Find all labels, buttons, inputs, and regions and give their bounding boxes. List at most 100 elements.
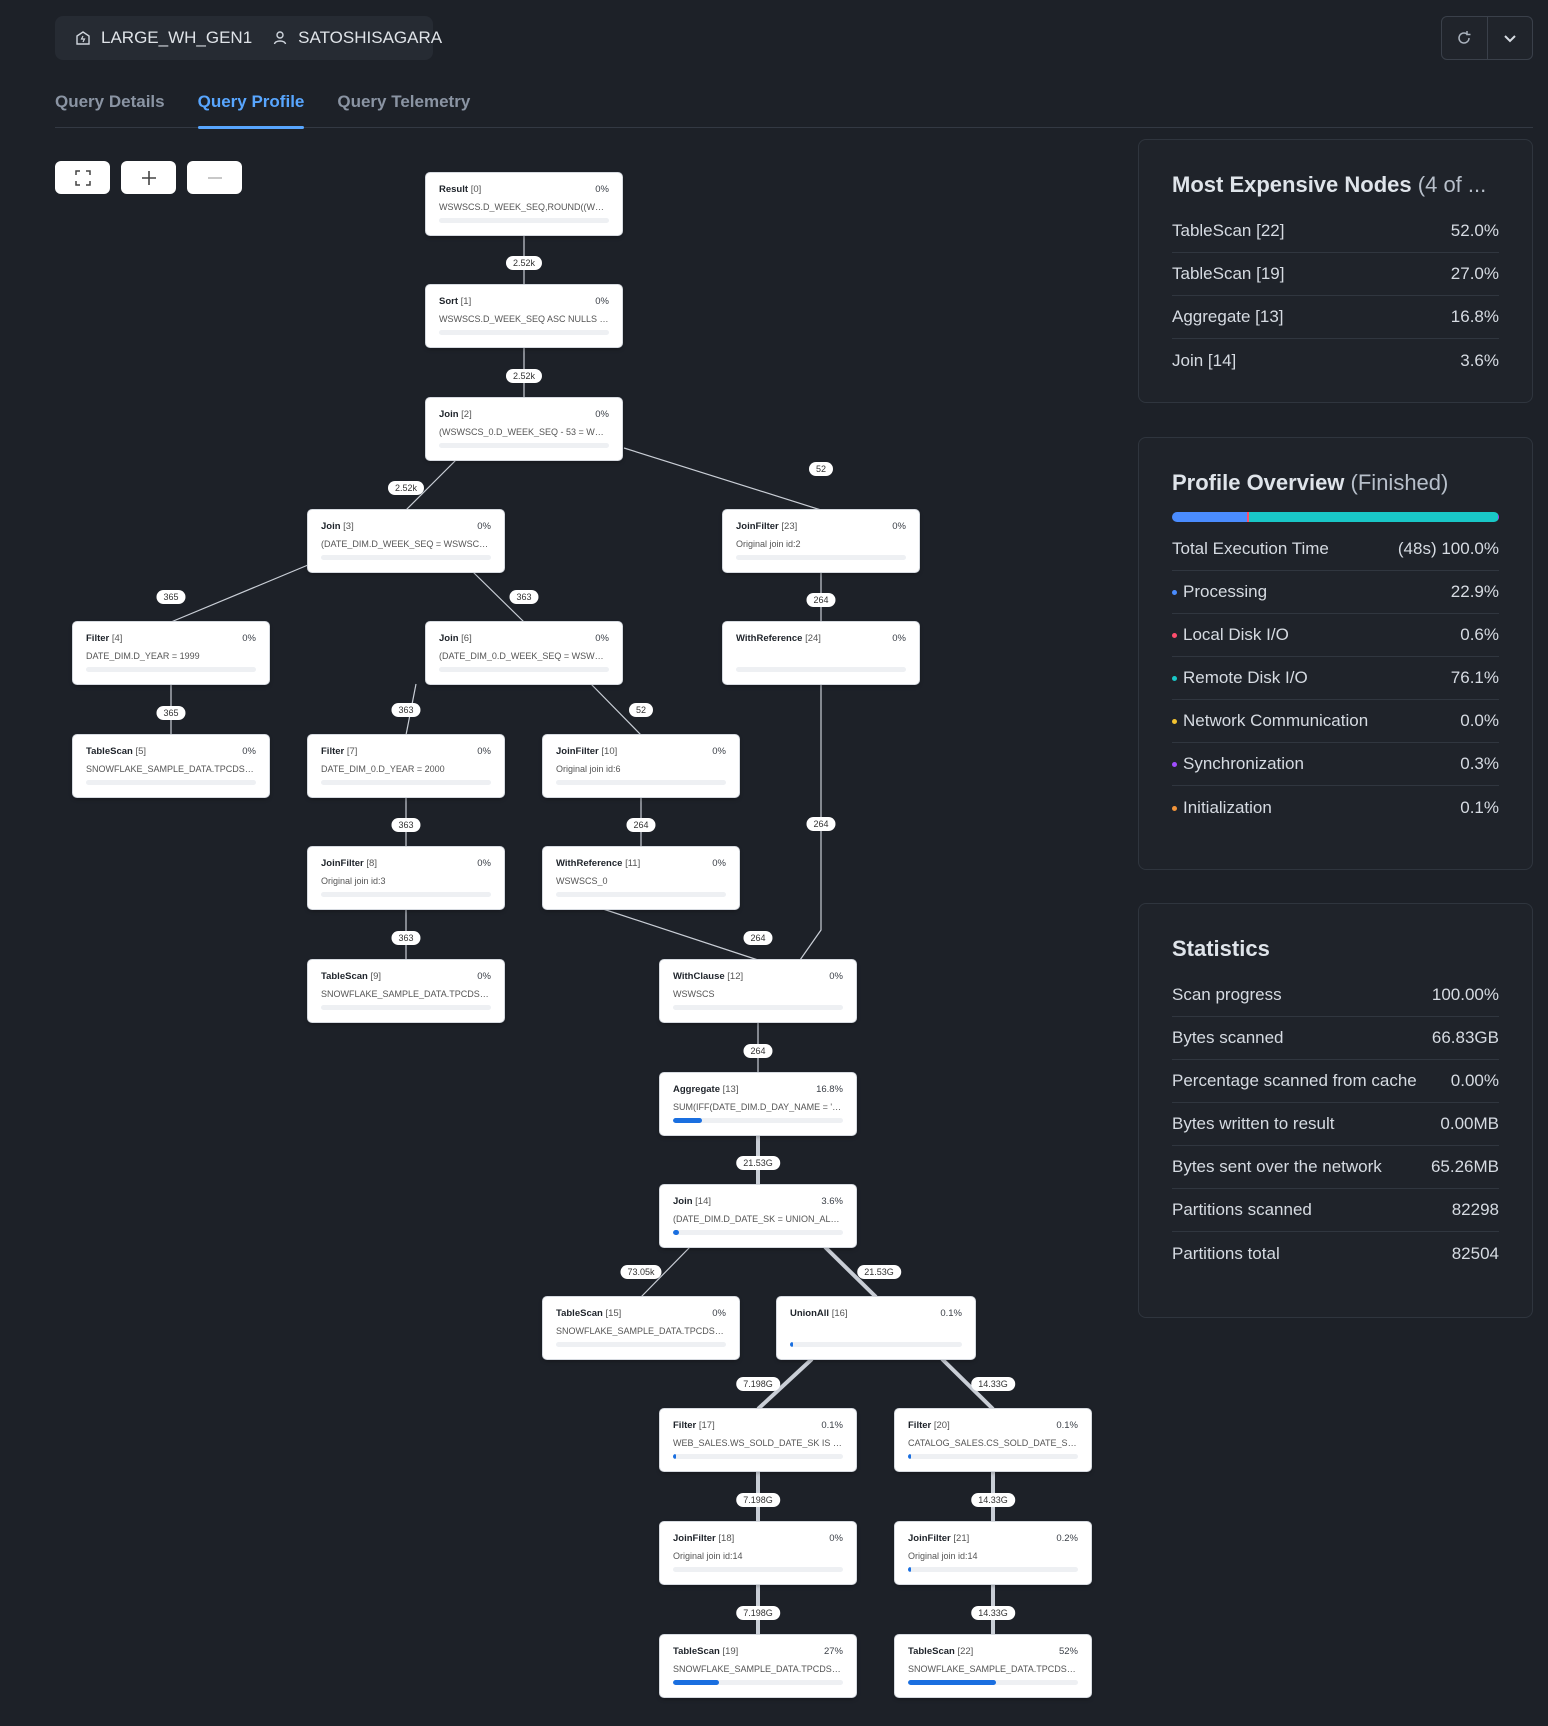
operator-node[interactable]: UnionAll [16]0.1% <box>777 1297 975 1359</box>
node-percent: 0% <box>242 633 256 644</box>
node-cost-bar <box>673 1680 843 1685</box>
statistic-value: 0.00MB <box>1440 1114 1499 1133</box>
operator-node[interactable]: TableScan [15]0%SNOWFLAKE_SAMPLE_DATA.TP… <box>543 1297 739 1359</box>
node-id: [10] <box>601 746 618 757</box>
node-cost-bar <box>908 1454 1078 1459</box>
graph-edge <box>940 1357 995 1411</box>
node-title: Filter [20] <box>908 1420 950 1431</box>
graph-edge <box>170 564 309 623</box>
overview-metric-label-text: Processing <box>1183 582 1268 601</box>
operator-node[interactable]: Join [14]3.6%(DATE_DIM.D_DATE_SK = UNION… <box>660 1185 856 1247</box>
expensive-node-label: TableScan [22] <box>1172 221 1284 241</box>
tab-query-telemetry[interactable]: Query Telemetry <box>337 92 471 111</box>
node-percent: 0% <box>829 1533 843 1544</box>
operator-node[interactable]: JoinFilter [21]0.2%Original join id:14 <box>895 1522 1091 1584</box>
execution-time-segment <box>1246 512 1249 522</box>
node-title-row: Filter [4]0% <box>86 633 256 644</box>
edge-row-count: 264 <box>743 1044 773 1058</box>
operator-node[interactable]: Filter [20]0.1%CATALOG_SALES.CS_SOLD_DAT… <box>895 1409 1091 1471</box>
operator-node[interactable]: Filter [17]0.1%WEB_SALES.WS_SOLD_DATE_SK… <box>660 1409 856 1471</box>
operator-node[interactable]: TableScan [5]0%SNOWFLAKE_SAMPLE_DATA.TPC… <box>73 735 269 797</box>
operator-node[interactable]: TableScan [19]27%SNOWFLAKE_SAMPLE_DATA.T… <box>660 1635 856 1697</box>
edge-row-count: 21.53G <box>736 1156 780 1170</box>
node-operator-name: Aggregate <box>673 1084 720 1095</box>
statistic-label-text: Partitions scanned <box>1172 1200 1312 1219</box>
operator-node[interactable]: Join [6]0%(DATE_DIM_0.D_WEEK_SEQ = WSWSC… <box>426 622 622 684</box>
operator-node[interactable]: Join [2]0%(WSWSCS_0.D_WEEK_SEQ - 53 = WS… <box>426 398 622 460</box>
node-id: [8] <box>366 858 377 869</box>
operator-node[interactable]: Result [0]0%WSWSCS.D_WEEK_SEQ,ROUND((WSW… <box>426 173 622 235</box>
node-cost-fill <box>908 1454 912 1459</box>
options-dropdown-button[interactable] <box>1486 17 1533 59</box>
operator-node[interactable]: WithClause [12]0%WSWSCS <box>660 960 856 1022</box>
node-title-row: Join [3]0% <box>321 521 491 532</box>
user-name: SATOSHISAGARA <box>298 28 443 47</box>
node-id: [21] <box>953 1533 970 1544</box>
operator-node[interactable]: TableScan [9]0%SNOWFLAKE_SAMPLE_DATA.TPC… <box>308 960 504 1022</box>
graph-edge <box>823 1245 878 1299</box>
node-id: [9] <box>370 971 382 982</box>
node-cost-bar <box>86 667 256 672</box>
node-percent: 0.1% <box>821 1420 843 1431</box>
overview-metric-label-text: Local Disk I/O <box>1183 625 1289 644</box>
overview-metric-label-text: Synchronization <box>1183 754 1304 773</box>
tab-query-details[interactable]: Query Details <box>55 92 165 111</box>
node-cost-bar <box>439 443 609 448</box>
node-percent: 0% <box>595 633 609 644</box>
overview-metric-value: 0.6% <box>1460 625 1499 644</box>
fit-to-screen-button[interactable] <box>55 161 110 194</box>
node-title: WithReference [24] <box>736 633 821 644</box>
node-detail: Original join id:6 <box>556 764 621 774</box>
node-operator-name: JoinFilter <box>556 746 599 757</box>
node-title-row: Join [6]0% <box>439 633 609 644</box>
expensive-node-value: 3.6% <box>1460 350 1499 370</box>
node-operator-name: Result <box>439 184 469 195</box>
operator-node[interactable]: Sort [1]0%WSWSCS.D_WEEK_SEQ ASC NULLS LA… <box>426 285 622 347</box>
edge-row-count: 7.198G <box>736 1377 780 1391</box>
operator-node[interactable]: Aggregate [13]16.8%SUM(IFF(DATE_DIM.D_DA… <box>660 1073 856 1135</box>
node-cost-fill <box>790 1342 794 1347</box>
warehouse-icon <box>75 29 91 47</box>
tab-query-profile[interactable]: Query Profile <box>197 90 304 129</box>
statistic-value: 82298 <box>1451 1200 1499 1219</box>
zoom-out-button[interactable] <box>187 161 242 194</box>
operator-node[interactable]: WithReference [11]0%WSWSCS_0 <box>543 847 739 909</box>
node-cost-fill <box>673 1230 680 1235</box>
node-cost-bar <box>736 555 906 560</box>
refresh-button[interactable] <box>1442 17 1487 59</box>
node-id: [19] <box>722 1646 739 1657</box>
graph-edge <box>640 1246 691 1298</box>
node-id: [18] <box>718 1533 735 1544</box>
execution-time-segment <box>1248 512 1498 522</box>
node-cost-bar <box>86 780 256 785</box>
operator-node[interactable]: Filter [7]0%DATE_DIM_0.D_YEAR = 2000 <box>308 735 504 797</box>
expensive-node-row: TableScan [19]27.0% <box>1172 253 1499 296</box>
node-percent: 0% <box>242 746 256 757</box>
edge-row-count: 363 <box>509 590 539 604</box>
node-id: [3] <box>343 521 354 532</box>
operator-node[interactable]: TableScan [22]52%SNOWFLAKE_SAMPLE_DATA.T… <box>895 1635 1091 1697</box>
operator-node[interactable]: JoinFilter [23]0%Original join id:2 <box>723 510 919 572</box>
warehouse-name: LARGE_WH_GEN1 <box>101 28 253 47</box>
operator-node[interactable]: JoinFilter [10]0%Original join id:6 <box>543 735 739 797</box>
node-detail: Original join id:14 <box>908 1551 978 1561</box>
node-percent: 0.1% <box>1056 1420 1078 1431</box>
node-operator-name: WithReference <box>736 633 803 644</box>
zoom-in-button[interactable] <box>121 161 176 194</box>
node-title-row: WithReference [24]0% <box>736 633 906 644</box>
operator-node[interactable]: Filter [4]0%DATE_DIM.D_YEAR = 1999 <box>73 622 269 684</box>
edge-row-count: 21.53G <box>857 1265 901 1279</box>
operator-node[interactable]: JoinFilter [18]0%Original join id:14 <box>660 1522 856 1584</box>
node-cost-fill <box>673 1454 677 1459</box>
legend-dot-icon <box>1172 676 1177 682</box>
node-title-row: TableScan [19]27% <box>673 1646 843 1657</box>
legend-dot-icon <box>1172 590 1177 596</box>
operator-node[interactable]: Join [3]0%(DATE_DIM.D_WEEK_SEQ = WSWSCS_… <box>308 510 504 572</box>
overview-metric-value: 76.1% <box>1450 668 1499 687</box>
operator-node[interactable]: WithReference [24]0% <box>723 622 919 684</box>
operator-node[interactable]: JoinFilter [8]0%Original join id:3 <box>308 847 504 909</box>
legend-dot-icon <box>1172 762 1177 768</box>
